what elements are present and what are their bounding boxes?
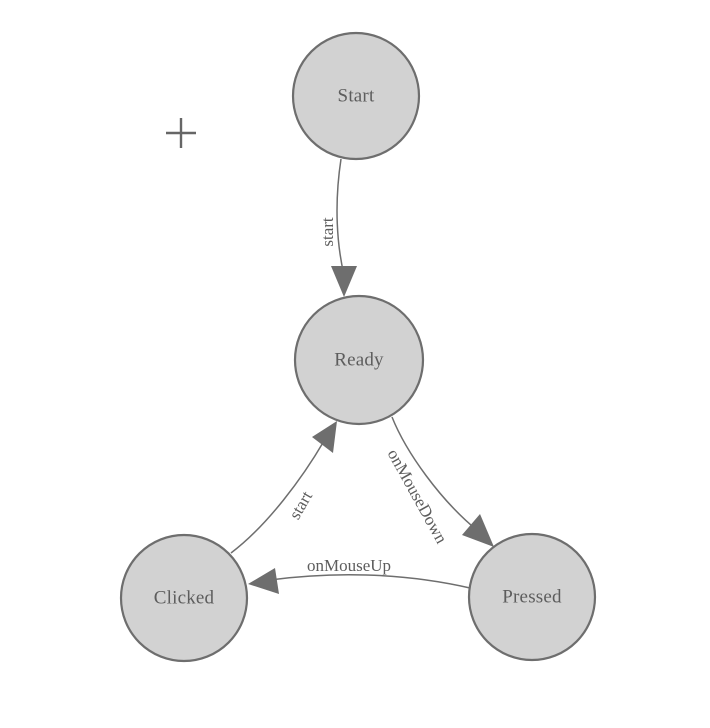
node-start-circle[interactable]: [291, 31, 421, 161]
crosshair-icon: [166, 118, 196, 148]
edge-ready-to-pressed[interactable]: onMouseDown: [384, 416, 494, 547]
edge-pressed-to-clicked[interactable]: onMouseUp: [248, 556, 471, 594]
edge-label-start-to-ready: start: [318, 217, 337, 247]
edge-path-clicked-to-ready: [230, 440, 325, 554]
edge-label-ready-to-pressed: onMouseDown: [384, 446, 452, 547]
node-pressed-label: Pressed: [502, 586, 562, 607]
edge-label-pressed-to-clicked: onMouseUp: [307, 556, 391, 575]
node-ready[interactable]: Ready: [293, 294, 425, 426]
edge-path-start-to-ready: [336, 158, 345, 276]
node-clicked-circle[interactable]: [119, 533, 249, 663]
edge-start-to-ready[interactable]: start: [318, 158, 357, 297]
node-clicked-label: Clicked: [154, 587, 215, 608]
node-start-label: Start: [338, 85, 375, 106]
arrowhead-start-to-ready: [331, 266, 357, 297]
node-ready-label: Ready: [334, 349, 384, 370]
edge-clicked-to-ready[interactable]: start: [230, 421, 337, 554]
node-ready-circle[interactable]: [293, 294, 425, 426]
node-clicked[interactable]: Clicked: [119, 533, 249, 663]
arrowhead-pressed-to-clicked: [248, 568, 279, 594]
arrowhead-clicked-to-ready: [312, 421, 337, 453]
node-pressed[interactable]: Pressed: [467, 532, 597, 662]
edge-path-ready-to-pressed: [391, 416, 479, 532]
arrowhead-ready-to-pressed: [462, 514, 494, 547]
node-start[interactable]: Start: [291, 31, 421, 161]
node-pressed-circle[interactable]: [467, 532, 597, 662]
edge-path-pressed-to-clicked: [269, 574, 471, 589]
